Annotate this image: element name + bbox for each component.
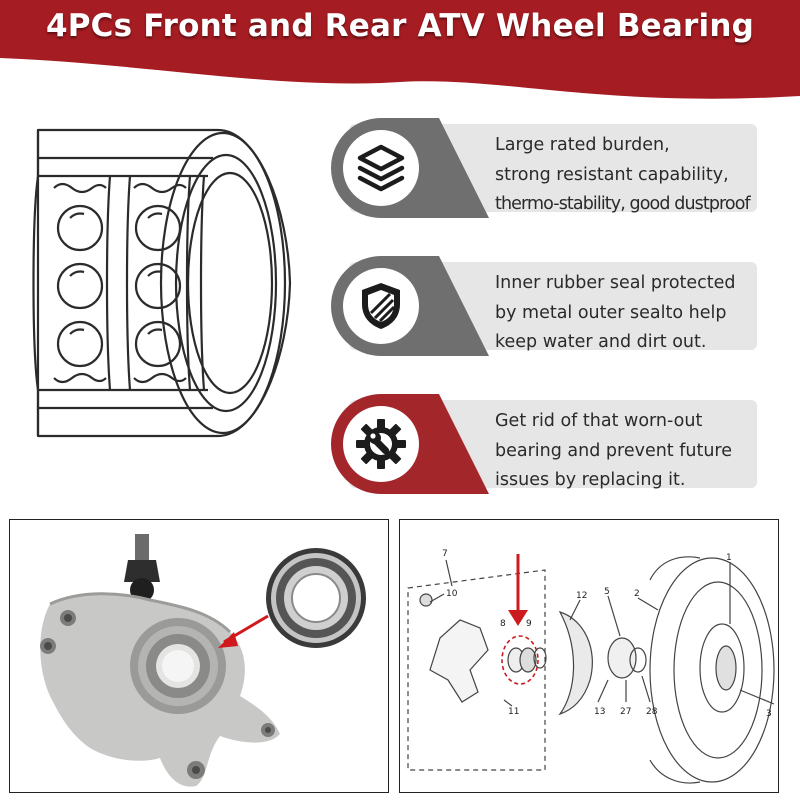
feature-text: Get rid of that worn-out bearing and pre… [495,407,757,496]
part-number-label: 2 [634,589,640,599]
feature-text-line: issues by replacing it. [495,470,686,490]
feature-text-line: Large rated burden, [495,135,670,155]
gear-wrench-icon [356,419,406,469]
part-number-label: 12 [576,591,587,601]
feature-text-line: strong resistant capability, [495,164,729,185]
part-number-label: 11 [508,707,519,717]
exploded-parts-diagram: 7 10 8 9 12 5 2 1 3 11 13 27 28 [407,549,775,784]
part-number-label: 10 [446,589,458,599]
knuckle-assembly-image [40,534,366,787]
feature-icon-disc [343,130,419,206]
part-number-label: 5 [604,587,610,597]
part-number-label: 3 [766,709,772,719]
part-number-label: 9 [526,619,532,629]
feature-text-line: keep water and dirt out. [495,332,707,352]
feature-text: Large rated burden, strong resistant cap… [495,131,757,220]
feature-text-line: by metal outer sealto help [495,302,727,323]
feature-card-2: Inner rubber seal protected by metal out… [329,256,757,356]
feature-text-line: Inner rubber seal protected [495,273,736,293]
feature-card-3: Get rid of that worn-out bearing and pre… [329,394,757,494]
knuckle-photo-panel [9,519,389,793]
header-banner: 4PCs Front and Rear ATV Wheel Bearing [0,0,800,110]
part-number-label: 7 [442,549,448,559]
exploded-diagram-panel: 7 10 8 9 12 5 2 1 3 11 13 27 28 [399,519,779,793]
feature-icon-disc [343,268,419,344]
page-title: 4PCs Front and Rear ATV Wheel Bearing [45,8,754,44]
part-number-label: 8 [500,619,506,629]
feature-card-1: Large rated burden, strong resistant cap… [329,118,757,218]
feature-icon-disc [343,406,419,482]
banner-shape [0,0,800,99]
feature-text-line: Get rid of that worn-out [495,411,703,431]
shield-icon [362,283,400,329]
feature-text: Inner rubber seal protected by metal out… [495,269,757,358]
feature-text-line: bearing and prevent future [495,440,733,461]
bearing-illustration [32,128,292,438]
part-number-label: 28 [646,707,658,717]
feature-text-line: thermo-stability, good dustproof [495,194,751,214]
part-number-label: 13 [594,707,605,717]
part-number-label: 27 [620,707,631,717]
layers-icon [357,144,405,192]
part-number-label: 1 [726,553,732,563]
